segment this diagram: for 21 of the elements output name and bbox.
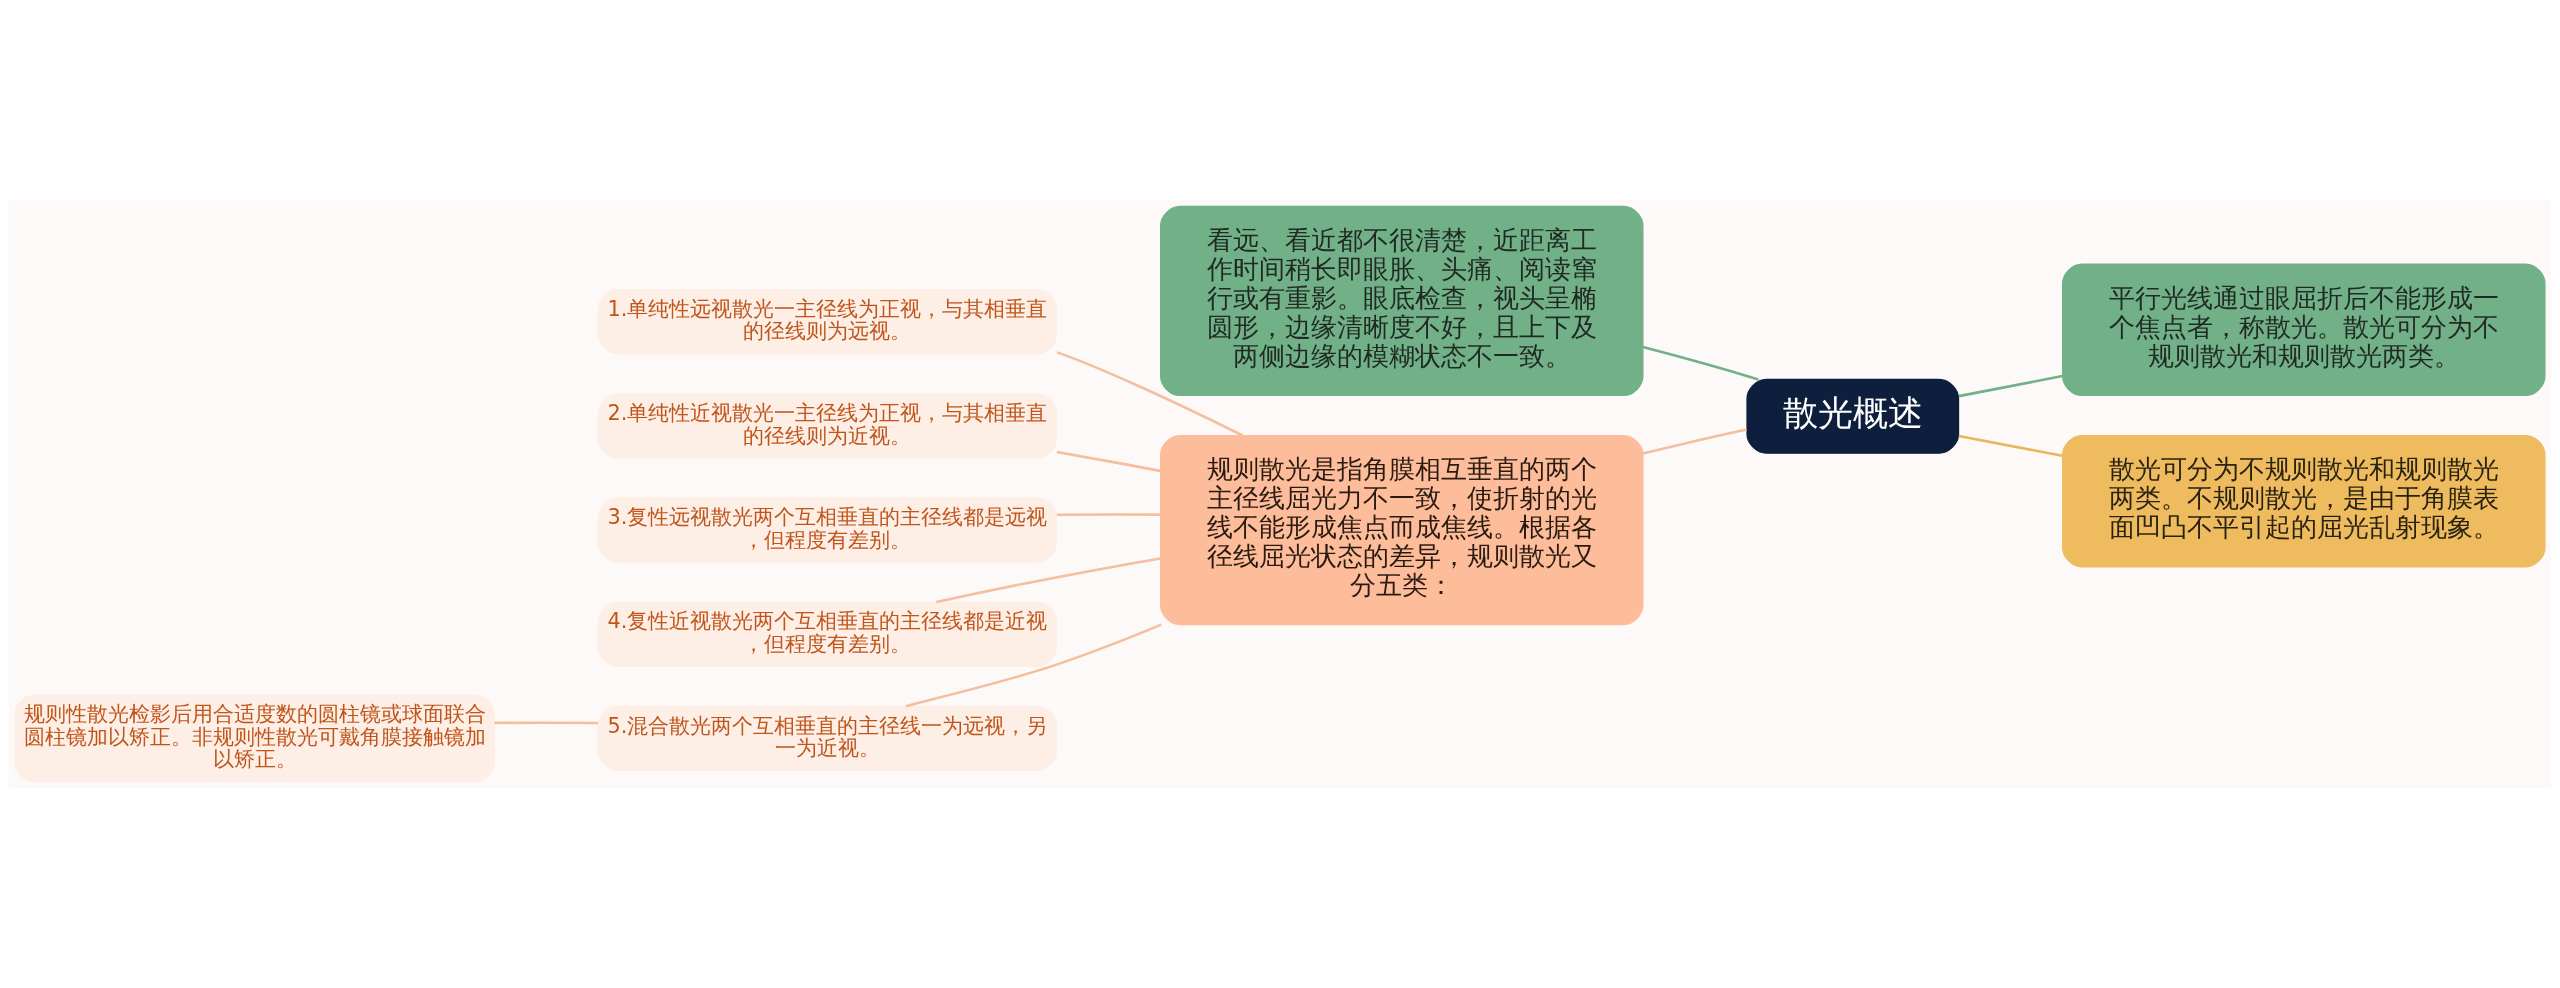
node-box: 散光可分为不规则散光和规则散光两类。不规则散光，是由于角膜表面凹凸不平引起的屈光乱射现象。 — [2062, 434, 2546, 568]
node-box: 1.单纯性远视散光一主径线为正视，与其相垂直的径线则为远视。 — [597, 289, 1058, 355]
connector — [936, 557, 1161, 604]
node-box: 平行光线通过眼屈折后不能形成一个焦点者，称散光。散光可分为不规则散光和规则散光两类。 — [2062, 263, 2546, 397]
connector — [1958, 374, 2063, 398]
node-box: 看远、看近都不很清楚，近距离工作时间稍长即眼胀、头痛、阅读窜行或有重影。眼底检查，视头呈椭圆形，边缘清晰度不好，且上下及两侧边缘的模糊状态不一致。 — [1160, 205, 1644, 397]
connector — [1056, 351, 1244, 437]
node-box: 规则性散光检影后用合适度数的圆柱镜或球面联合圆柱镜加以矫正。非规则性散光可戴角膜接触镜加以矫正。 — [14, 694, 495, 783]
node-box: 规则散光是指角膜相互垂直的两个主径线屈光力不一致，使折射的光线不能形成焦点而成焦线。根据各径线屈光状态的差异，规则散光又分五类： — [1160, 434, 1644, 626]
node-box: 5.混合散光两个互相垂直的主径线一为远视，另一为近视。 — [597, 705, 1058, 771]
connector — [1642, 345, 1759, 381]
connector — [1958, 434, 2063, 457]
connector — [1056, 513, 1161, 516]
node-box: 3.复性远视散光两个互相垂直的主径线都是远视，但程度有差别。 — [597, 497, 1058, 563]
connector — [1642, 428, 1747, 455]
connector — [905, 623, 1162, 708]
connector — [494, 721, 599, 725]
node-box: 4.复性近视散光两个互相垂直的主径线都是近视，但程度有差别。 — [597, 601, 1058, 667]
node-box: 2.单纯性近视散光一主径线为正视，与其相垂直的径线则为近视。 — [597, 393, 1058, 459]
connector — [1056, 450, 1161, 473]
node-box: 散光概述 — [1746, 378, 1960, 454]
